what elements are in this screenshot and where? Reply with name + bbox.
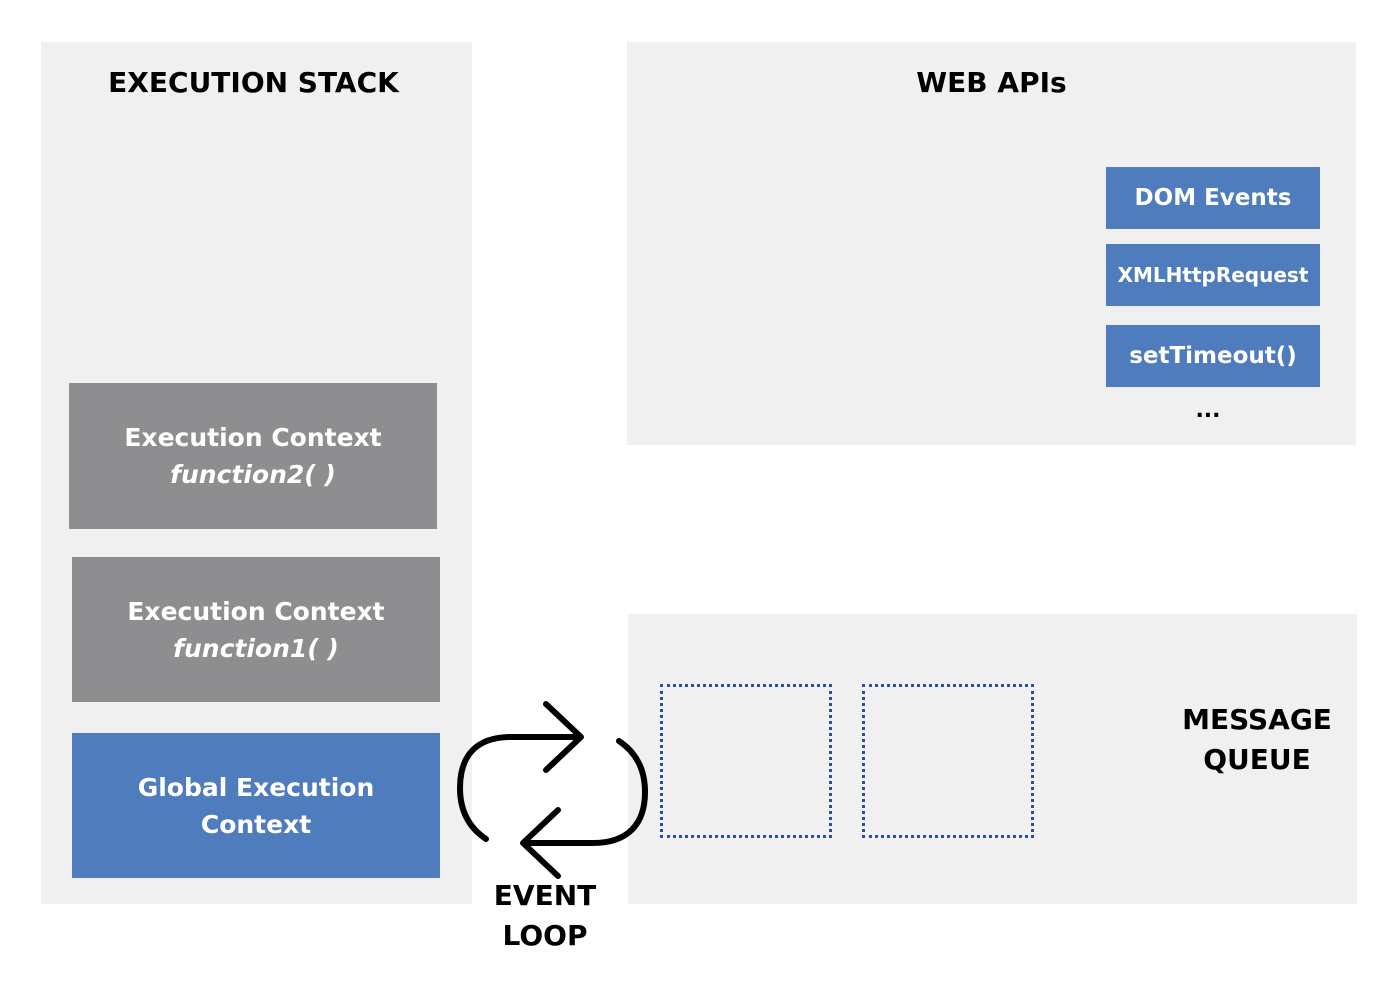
execution-stack-title: EXECUTION STACK — [108, 66, 399, 99]
event-loop-label-line2: LOOP — [502, 919, 588, 952]
execution-context-function2: Execution Context function2( ) — [69, 383, 437, 529]
message-queue-label: MESSAGE QUEUE — [1168, 700, 1346, 780]
execution-context-label: Execution Context — [124, 423, 382, 452]
global-context-label-line1: Global Execution — [137, 772, 375, 802]
web-api-more-ellipsis: ... — [1195, 398, 1221, 423]
web-api-dom-events: DOM Events — [1106, 167, 1320, 229]
global-execution-context: Global Execution Context — [72, 733, 440, 878]
loop-arrows-icon — [457, 701, 648, 879]
web-apis-title: WEB APIs — [916, 66, 1067, 99]
message-queue-slot — [862, 684, 1034, 838]
message-queue-label-line2: QUEUE — [1203, 743, 1311, 776]
execution-context-function-name: function2( ) — [170, 460, 336, 489]
event-loop-label: EVENT LOOP — [470, 876, 620, 956]
message-queue-panel — [628, 614, 1357, 904]
event-loop-label-line1: EVENT — [493, 879, 597, 912]
message-queue-label-line1: MESSAGE — [1182, 703, 1332, 736]
execution-context-function1: Execution Context function1( ) — [72, 557, 440, 702]
web-api-settimeout: setTimeout() — [1106, 325, 1320, 387]
execution-context-function-name: function1( ) — [173, 633, 339, 663]
message-queue-slot — [660, 684, 832, 838]
global-context-label-line2: Context — [200, 809, 312, 839]
execution-context-label: Execution Context — [127, 596, 385, 626]
web-api-xmlhttprequest: XMLHttpRequest — [1106, 244, 1320, 306]
